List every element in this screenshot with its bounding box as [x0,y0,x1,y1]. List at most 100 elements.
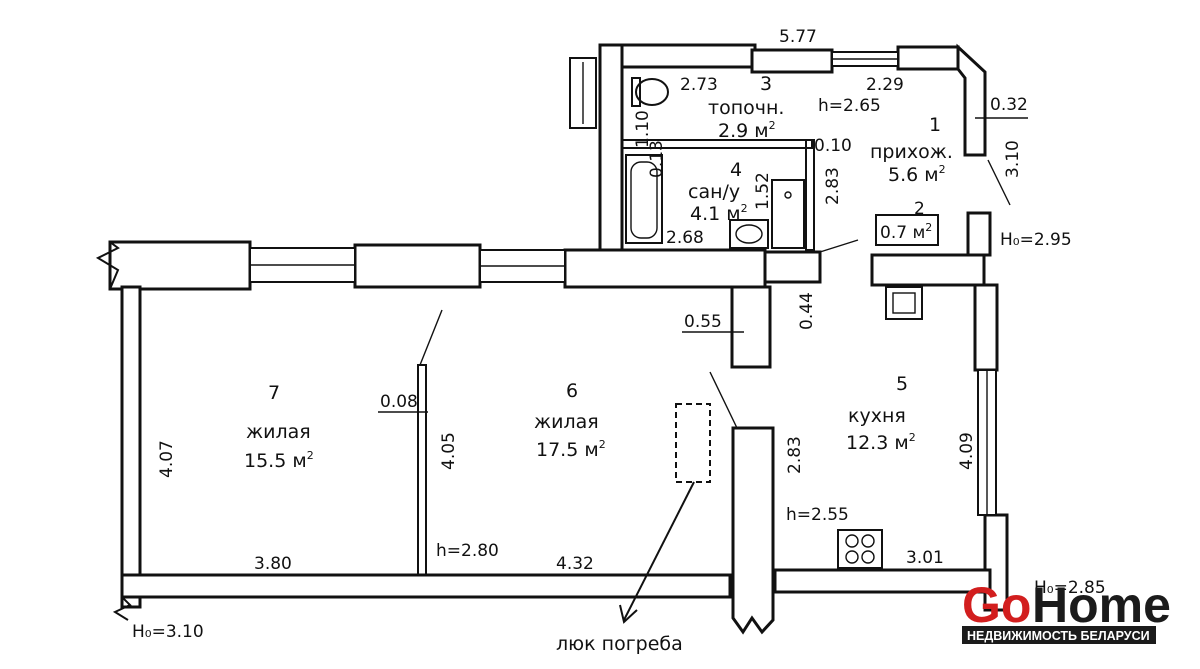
door-line-entrance [987,159,1011,206]
room-6-area: 17.5 м2 [536,438,606,461]
wall-left [120,285,142,609]
wall-corner-right [956,43,987,157]
dim-4-32: 4.32 [556,554,594,574]
room-1-area: 5.6 м2 [888,163,946,186]
dim-3-01: 3.01 [906,548,944,568]
wall-service-left [598,43,624,252]
height0-2-85: H₀=2.85 [1034,578,1106,598]
wall-bottom [120,573,732,599]
dim-2-29: 2.29 [866,75,904,95]
dim-2-68: 2.68 [666,228,704,248]
room-1-name: прихож. [870,141,953,163]
dim-0-32: 0.32 [990,95,1028,115]
wall-main-left-stub [108,240,252,291]
wall-main-mid [353,243,482,289]
cellar-label: люк погреба [556,633,683,655]
logo-home-text: Home [1032,577,1171,633]
wall-corridor-v [730,285,772,369]
bathtub [625,154,663,244]
wall-partition-4v [805,139,815,251]
room-3-number: 3 [760,73,772,95]
dim-4-05: 4.05 [439,432,459,470]
dim-0-10: 0.10 [814,136,852,156]
room-5-number: 5 [896,373,908,395]
door-line-hall [819,239,859,253]
window-left-2 [479,249,566,283]
room-7-number: 7 [268,382,280,404]
wall-column-mid [731,426,775,635]
wall-right-upper [966,211,992,257]
room-4-area: 4.1 м2 [690,202,748,225]
dimensions: 5.77 2.73 2.29 0.32 3.10 1.10 0.13 0.10 … [157,27,1028,574]
dim-0-08: 0.08 [380,392,418,412]
stove [837,529,883,569]
logo-go-text: Go [962,577,1031,633]
height0-3-10: H₀=3.10 [132,622,204,642]
room-6-number: 6 [566,380,578,402]
height-2-65: h=2.65 [818,96,881,116]
wall-partition-7-6 [417,364,427,576]
heights: h=2.65 h=2.80 h=2.55 H₀=2.95 H₀=3.10 H₀=… [132,96,1106,642]
room-5-name: кухня [848,405,906,427]
dim-3-10: 3.10 [1003,140,1023,178]
window-left-1 [249,247,356,283]
wall-kitchen-top [870,253,986,287]
window-kitchen [977,369,997,516]
height-2-80: h=2.80 [436,541,499,561]
dim-2-83-top: 2.83 [823,167,843,205]
dim-3-80: 3.80 [254,554,292,574]
shower [771,179,805,249]
room-1-number: 1 [929,114,941,136]
wall-right-kitchen [973,283,999,372]
room-3-area: 2.9 м2 [718,119,776,142]
door-line-6 [709,371,738,429]
dim-0-13: 0.13 [647,140,667,178]
gohome-logo: Go Home НЕДВИЖИМОСТЬ БЕЛАРУСИ [962,577,1171,644]
dim-1-10: 1.10 [633,110,653,148]
cellar-annotation: люк погреба [556,481,695,655]
cellar-arrow-head [619,604,638,624]
dim-1-52: 1.52 [753,172,773,210]
wall-main-right [563,248,767,289]
wall-top-mid [750,48,834,74]
dim-2-83-mid: 2.83 [785,436,805,474]
room-4-number: 4 [730,159,742,181]
wall-partition-4 [621,139,813,149]
room-labels: 1 прихож. 5.6 м2 2 0.7 м2 3 топочн. 2.9 … [244,73,953,472]
wall-top-right [896,45,960,71]
window-top [831,51,899,67]
height0-2-95: H₀=2.95 [1000,230,1072,250]
logo-subtitle: НЕДВИЖИМОСТЬ БЕЛАРУСИ [967,629,1150,643]
dim-2-73: 2.73 [680,75,718,95]
fixtures [419,77,1011,569]
sink-kitchen [885,286,923,320]
room-3-name: топочн. [708,97,784,119]
dim-4-09: 4.09 [957,432,977,470]
cellar-hatch [675,403,711,483]
window-small [569,57,597,129]
sink-bathroom [729,219,769,249]
toilet [631,77,669,107]
room-5-area: 12.3 м2 [846,431,916,454]
wall-bottom-right [773,568,992,594]
room-2-area: 0.7 м2 [880,221,932,243]
wall-main-corr [763,250,822,284]
height-2-55: h=2.55 [786,505,849,525]
dim-0-55: 0.55 [684,312,722,332]
cellar-arrow-line [623,481,695,621]
room-2-number: 2 [914,199,925,219]
walls [108,43,1009,635]
windows [249,51,997,516]
room-7-name: жилая [246,421,311,443]
break-left-bottom [112,596,132,621]
dim-4-07: 4.07 [157,440,177,478]
dim-5-77: 5.77 [779,27,817,47]
logo-subtitle-bar [962,626,1156,644]
room-6-name: жилая [534,411,599,433]
dim-0-44: 0.44 [797,292,817,330]
break-lines [95,241,132,621]
closet-2 [875,214,939,246]
break-left-top [95,241,120,290]
door-line-7 [419,309,443,366]
